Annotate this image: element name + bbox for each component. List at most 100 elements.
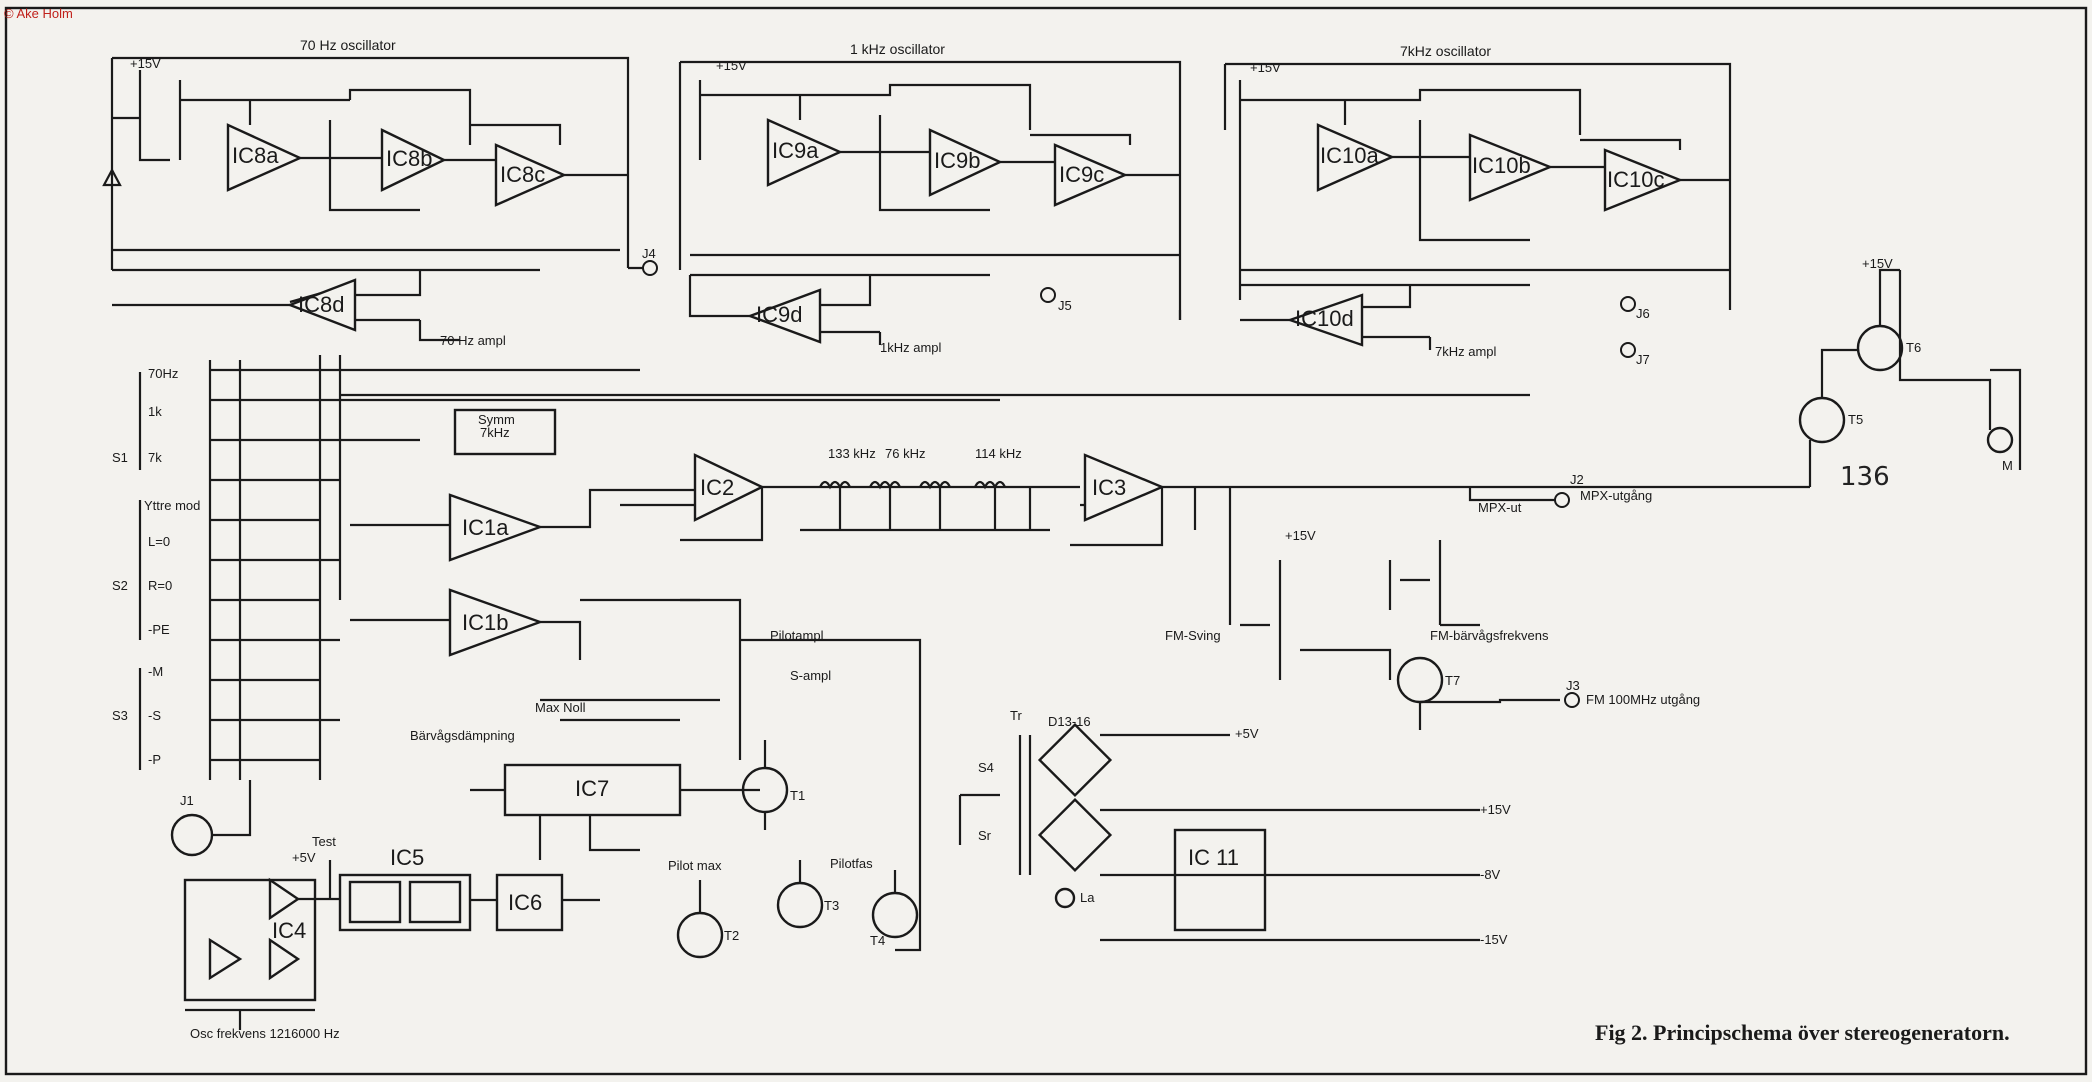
s-ampl-label: S-ampl: [790, 668, 831, 683]
filter-label-133khz: 133 kHz: [828, 446, 876, 461]
jack-j7[interactable]: [1620, 342, 1636, 358]
figure-caption: Fig 2. Principschema över stereogenerato…: [1595, 1020, 2010, 1045]
svg-text:+15V: +15V: [716, 58, 747, 73]
filter-label-114khz: 114 kHz: [975, 446, 1022, 461]
svg-text:Yttre mod: Yttre mod: [144, 498, 200, 513]
ic-ic11: [1173, 828, 1267, 932]
svg-text:J5: J5: [1058, 298, 1072, 313]
svg-text:+15V: +15V: [1285, 528, 1316, 543]
bridge-rectifier-1: [1037, 722, 1113, 798]
svg-text:IC10c: IC10c: [1607, 167, 1664, 192]
fuse-sr: Sr: [978, 828, 992, 843]
svg-text:IC1a: IC1a: [462, 515, 509, 540]
svg-text:IC 11: IC 11: [1188, 845, 1239, 870]
mpx-output-label: MPX-utgång: [1580, 488, 1652, 503]
svg-text:T1: T1: [790, 788, 805, 803]
svg-text:+15V: +15V: [1480, 802, 1511, 817]
svg-text:IC8a: IC8a: [232, 143, 279, 168]
opamp-ic3: [1083, 453, 1166, 522]
test-label: Test: [312, 834, 336, 849]
oscillator-70hz: 70 Hz oscillator IC8a IC8b IC8c IC8d 70 …: [102, 37, 658, 348]
svg-text:J6: J6: [1636, 306, 1650, 321]
svg-text:IC8b: IC8b: [386, 146, 432, 171]
opamp-ic2: [693, 453, 765, 522]
svg-text:+15V: +15V: [1250, 60, 1281, 75]
svg-text:-M: -M: [148, 664, 163, 679]
svg-text:7kHz: 7kHz: [480, 425, 510, 440]
svg-text:-P: -P: [148, 752, 161, 767]
svg-text:M: M: [2002, 458, 2013, 473]
filter-label-76khz: 76 kHz: [885, 446, 925, 461]
opamp-ic10a: [1316, 123, 1395, 192]
jack-j2-mpx[interactable]: [1554, 492, 1570, 508]
svg-text:-8V: -8V: [1480, 867, 1501, 882]
svg-text:J1: J1: [180, 793, 194, 808]
switch-s3-label: S3: [112, 708, 128, 723]
handwritten-note: 136: [1840, 462, 1890, 492]
svg-text:+15V: +15V: [1862, 256, 1893, 271]
fm-barvag-label: FM-bärvågsfrekvens: [1430, 628, 1549, 643]
meter-driver: T5 T6 M +15V 136: [1798, 256, 2022, 492]
svg-text:T6: T6: [1906, 340, 1921, 355]
bridge-rectifier-2: [1037, 797, 1113, 873]
transistor-t2: [676, 911, 724, 959]
opamp-ic8b: [380, 128, 447, 192]
pilotfas-label: Pilotfas: [830, 856, 873, 871]
svg-text:IC3: IC3: [1092, 475, 1126, 500]
copyright-text: © Ake Holm: [4, 6, 73, 21]
svg-text:+5V: +5V: [1235, 726, 1259, 741]
opamp-ic1b: [448, 588, 544, 657]
svg-text:La: La: [1080, 890, 1095, 905]
jack-j6[interactable]: [1620, 296, 1636, 312]
ic-ic5: [338, 873, 472, 932]
amp-label-70hz: 70 Hz ampl: [440, 333, 506, 348]
svg-text:-15V: -15V: [1480, 932, 1508, 947]
clock-section: IC4 Test IC5 IC6 Osc frekvens 1216000 Hz…: [183, 834, 600, 1041]
svg-text:-S: -S: [148, 708, 161, 723]
svg-text:IC9b: IC9b: [934, 148, 980, 173]
fm-output-label: FM 100MHz utgång: [1586, 692, 1700, 707]
svg-text:+5V: +5V: [292, 850, 316, 865]
symm-trimmer[interactable]: Symm 7kHz: [453, 408, 557, 456]
max-noll-label: Max Noll: [535, 700, 586, 715]
osc-freq-label: Osc frekvens 1216000 Hz: [190, 1026, 340, 1041]
svg-text:T7: T7: [1445, 673, 1460, 688]
ic-ic4-block: [183, 878, 317, 1002]
svg-text:J2: J2: [1570, 472, 1584, 487]
jack-j3-fm[interactable]: [1564, 692, 1580, 708]
svg-text:IC4: IC4: [272, 918, 306, 943]
svg-text:IC6: IC6: [508, 890, 542, 915]
switch-s1-label: S1: [112, 450, 128, 465]
svg-text:T3: T3: [824, 898, 839, 913]
fm-sving-label: FM-Sving: [1165, 628, 1221, 643]
svg-text:Symm: Symm: [478, 412, 515, 427]
svg-text:1k: 1k: [148, 404, 162, 419]
svg-text:IC9d: IC9d: [756, 302, 802, 327]
jack-j5[interactable]: [1040, 287, 1056, 303]
svg-text:T2: T2: [724, 928, 739, 943]
svg-text:IC10a: IC10a: [1320, 143, 1379, 168]
svg-text:MPX-ut: MPX-ut: [1478, 500, 1522, 515]
switch-s2-label: S2: [112, 578, 128, 593]
fm-oscillator: +15V FM-Sving FM-bärvågsfrekvens T7 J3 F…: [1165, 528, 1700, 730]
amp-label-1khz: 1kHz ampl: [880, 340, 942, 355]
jack-j4[interactable]: [642, 260, 658, 276]
osc-title-7khz: 7kHz oscillator: [1400, 43, 1491, 59]
transistor-t6: [1856, 324, 1904, 372]
oscillator-1khz: 1 kHz oscillator IC9a IC9b IC9c IC9d 1kH…: [678, 41, 1182, 355]
opamp-ic8a: [226, 123, 303, 192]
svg-text:+15V: +15V: [130, 56, 161, 71]
ic-ic6: [495, 873, 564, 932]
opamp-ic8c: [494, 143, 567, 207]
svg-text:IC9a: IC9a: [772, 138, 819, 163]
svg-text:IC10d: IC10d: [1295, 306, 1354, 331]
opamp-ic8d: [286, 278, 357, 332]
amp-label-7khz: 7kHz ampl: [1435, 344, 1497, 359]
switch-s4[interactable]: S4: [978, 760, 994, 775]
barvag-label: Bärvågsdämpning: [410, 728, 515, 743]
svg-text:J4: J4: [642, 246, 656, 261]
power-supply: Tr D13-16 +5V +15V -8V -15V S4 Sr La IC …: [958, 708, 1511, 947]
jack-j1[interactable]: [170, 813, 214, 857]
meter-m: [1986, 426, 2014, 454]
opamp-ic9d: [746, 288, 822, 344]
